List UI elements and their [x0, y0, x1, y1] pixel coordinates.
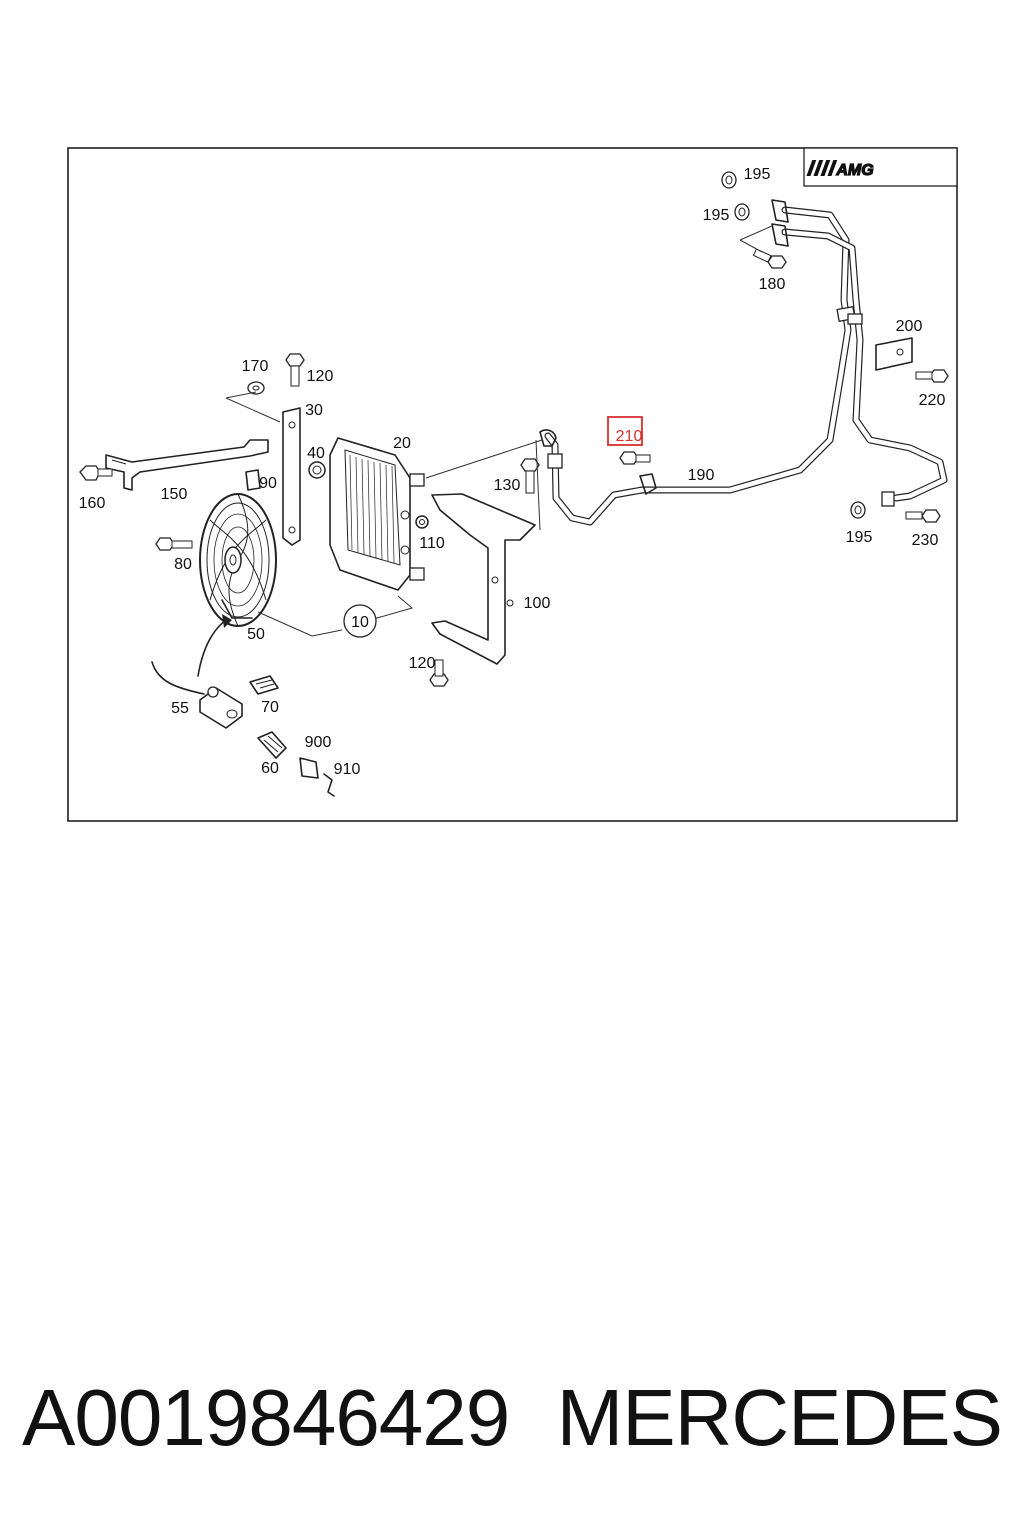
bolt-180 [752, 248, 787, 269]
label-900: 900 [305, 734, 332, 751]
washer-195-top [721, 171, 737, 189]
nut-110 [415, 515, 429, 529]
label-40: 40 [307, 445, 325, 462]
amg-logo-text: AMG [835, 162, 873, 179]
label-150: 150 [161, 486, 188, 503]
label-210: 210 [616, 428, 643, 445]
washer-195-mid [734, 203, 750, 221]
label-55: 55 [171, 700, 189, 717]
pipe-190 [539, 206, 948, 526]
label-100: 100 [524, 595, 551, 612]
footer: A0019846429 MERCEDES [0, 1368, 1024, 1468]
washer-40 [308, 461, 326, 479]
label-910: 910 [334, 761, 361, 778]
label-180: 180 [759, 276, 786, 293]
label-80: 80 [174, 556, 192, 573]
washer-195-bottom [850, 501, 866, 519]
brand-name: MERCEDES [556, 1373, 1003, 1462]
label-90: 90 [259, 475, 277, 492]
bolt-160 [79, 465, 113, 481]
amg-logo: AMG [803, 147, 958, 187]
label-20: 20 [393, 435, 411, 452]
label-200: 200 [896, 318, 923, 335]
fan-50 [199, 493, 277, 627]
flange-top [771, 199, 789, 247]
label-110: 110 [419, 535, 445, 552]
label-10: 10 [351, 614, 369, 631]
label-30: 30 [305, 402, 323, 419]
label-230: 230 [912, 532, 939, 549]
bolt-120-top [285, 353, 305, 387]
pin-910 [323, 773, 335, 797]
diagram-frame [67, 147, 958, 822]
part-number: A0019846429 [22, 1373, 510, 1462]
clip-70 [249, 675, 279, 695]
label-70: 70 [261, 699, 279, 716]
label-195-mid: 195 [703, 207, 730, 224]
bracket-30 [282, 407, 301, 546]
bolt-230 [905, 509, 941, 523]
label-220: 220 [919, 392, 946, 409]
connector-900 [299, 757, 319, 779]
label-170: 170 [242, 358, 269, 375]
label-50: 50 [247, 626, 265, 643]
washer-170 [247, 381, 265, 395]
sensor-55 [199, 686, 243, 729]
bracket-100 [431, 493, 536, 665]
bracket-200 [875, 337, 913, 371]
plug-60 [257, 731, 287, 759]
bolt-130 [520, 458, 540, 494]
label-120-bottom: 120 [409, 655, 436, 672]
label-120-top: 120 [307, 368, 334, 385]
bolt-220 [915, 369, 949, 383]
arrow-head [222, 614, 232, 628]
label-190: 190 [688, 467, 715, 484]
label-130: 130 [494, 477, 521, 494]
label-195-top: 195 [744, 166, 771, 183]
label-60: 60 [261, 760, 279, 777]
oil-cooler-20 [329, 437, 425, 591]
label-160: 160 [79, 495, 106, 512]
bolt-80 [155, 537, 193, 551]
fitting-bottom [881, 491, 895, 507]
bolt-210 [619, 451, 657, 495]
bracket-150 [105, 439, 269, 491]
bolt-120-bottom [429, 659, 449, 687]
clip-90 [245, 469, 261, 491]
callout-circle-10 [343, 604, 377, 638]
highlight-box-210 [607, 416, 643, 446]
label-195-bottom: 195 [846, 529, 873, 546]
